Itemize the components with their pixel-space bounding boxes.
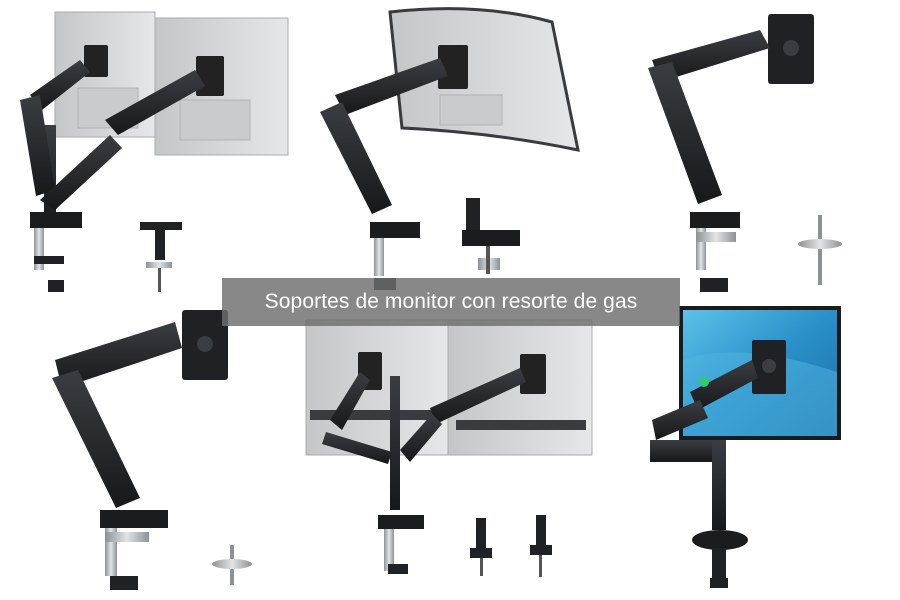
accessory-grommet-2	[462, 198, 520, 274]
vesa-plate-right	[520, 354, 546, 394]
arm-upper	[335, 58, 448, 115]
monitor-back-curved	[388, 7, 580, 152]
caption-banner: Soportes de monitor con resorte de gas	[222, 278, 680, 326]
desk-base	[30, 212, 82, 228]
desk-base	[690, 212, 740, 228]
arm-lower	[648, 62, 722, 204]
arm-upper	[690, 360, 758, 410]
vesa-plate-right	[196, 56, 224, 96]
arm-left	[30, 60, 90, 110]
product-single-arm-large	[52, 310, 252, 590]
product-single-arm-curved-monitor	[320, 7, 580, 290]
arm-upper	[55, 322, 182, 388]
arm-right	[430, 368, 526, 424]
accessory-bolt-4	[212, 545, 252, 585]
product-dual-arm-two-monitors	[20, 11, 289, 292]
accessory-clamp-5a	[470, 518, 492, 576]
vesa-plate-curved	[438, 45, 468, 89]
product-single-arm-vesa	[648, 14, 842, 292]
arm-upper	[652, 30, 770, 82]
accessory-clamp-5b	[530, 515, 552, 577]
product-arm-blue-monitor	[650, 306, 841, 588]
desk-base	[378, 515, 424, 529]
arm-left	[330, 372, 370, 430]
accessory-clamp-1	[140, 222, 182, 292]
product-dual-arm-pole	[305, 319, 593, 577]
desk-base	[370, 222, 420, 238]
desk-base	[100, 510, 168, 528]
arm-pole	[390, 376, 400, 510]
arm-lower	[52, 370, 140, 508]
caption-text: Soportes de monitor con resorte de gas	[264, 290, 638, 313]
arm-pole	[712, 440, 726, 530]
vesa-plate-left	[84, 45, 108, 77]
arm-lower	[320, 102, 392, 214]
arm-right	[105, 70, 205, 135]
desk-base	[692, 530, 748, 550]
accessory-bolt-3	[798, 215, 842, 285]
